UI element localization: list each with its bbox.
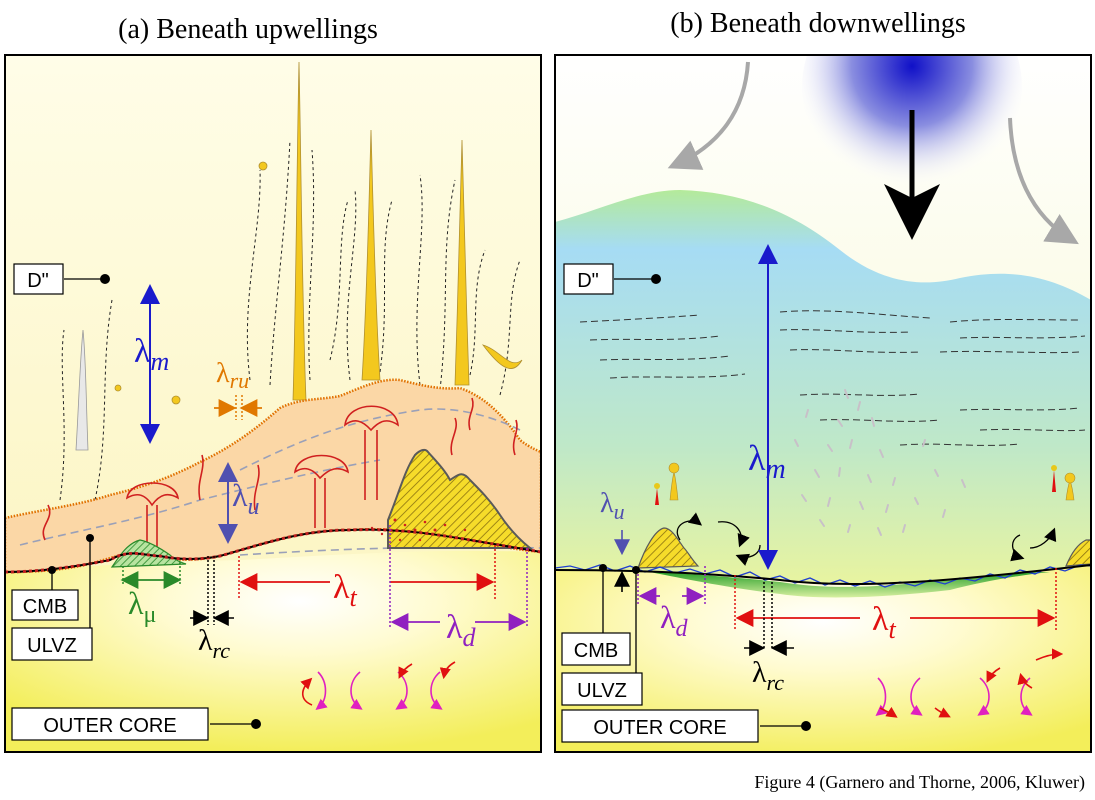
lambda-m-label-a: λm bbox=[134, 333, 169, 376]
panel-a-plume-outlines bbox=[59, 139, 521, 501]
panel-b-outer-core-region bbox=[555, 565, 1091, 752]
ulvz-label-a: ULVZ bbox=[27, 635, 77, 657]
lambda-mu-label-a: λμ bbox=[128, 585, 156, 628]
cmb-label-b: CMB bbox=[574, 640, 618, 662]
panel-a-mushroom-plumes bbox=[42, 397, 518, 548]
lambda-m-label-b: λm bbox=[748, 438, 786, 485]
lambda-u-label-b: λu bbox=[600, 488, 625, 524]
lambda-ru-label-a: λru bbox=[216, 358, 249, 393]
ulvz-label-box-a bbox=[11, 627, 93, 661]
panel-b bbox=[555, 55, 1091, 752]
lambda-t-label-b: λt bbox=[872, 601, 897, 644]
dpp-label-a: D" bbox=[27, 270, 49, 292]
panel-a-chemical-pile bbox=[387, 448, 533, 549]
lambda-u-label-a: λu bbox=[232, 477, 260, 520]
outer-core-label-b: OUTER CORE bbox=[593, 717, 726, 739]
dpp-label-box-b bbox=[563, 263, 614, 295]
outer-core-label-a: OUTER CORE bbox=[43, 715, 176, 737]
panel-b-core-flows bbox=[875, 648, 1064, 718]
cmb-label-a: CMB bbox=[23, 596, 67, 618]
panel-b-layering-lines bbox=[579, 310, 1086, 446]
panel-b-circulation-arrows bbox=[676, 512, 1057, 566]
panel-b-downwelling-arrow bbox=[884, 110, 940, 240]
panel-b-annotations bbox=[599, 244, 1057, 731]
dpp-label-b: D" bbox=[577, 270, 599, 292]
panel-a-cmb-line bbox=[5, 528, 541, 573]
panel-a-frame bbox=[4, 54, 542, 753]
ulvz-label-box-b bbox=[561, 672, 643, 706]
panel-b-scatter-dashes bbox=[794, 389, 966, 536]
outer-core-label-box-a bbox=[11, 707, 209, 741]
ulvz-label-b: ULVZ bbox=[577, 680, 627, 702]
cmb-label-box-a bbox=[11, 589, 79, 621]
lambda-t-label-a: λt bbox=[333, 569, 358, 612]
panel-a-annotations bbox=[48, 274, 528, 729]
panel-b-frame bbox=[554, 54, 1092, 753]
panel-b-flow-arrows bbox=[667, 61, 1079, 245]
panel-b-pile-left bbox=[637, 527, 700, 569]
outer-core-label-box-b bbox=[561, 709, 759, 743]
panel-b-slab bbox=[555, 190, 1091, 585]
lambda-d-label-a: λd bbox=[446, 609, 477, 652]
cmb-label-box-b bbox=[561, 632, 631, 666]
panel-a-core-flows bbox=[300, 661, 456, 711]
panel-a bbox=[5, 55, 541, 752]
figure-caption: Figure 4 (Garnero and Thorne, 2006, Kluw… bbox=[754, 772, 1085, 793]
lambda-rc-label-a: λrc bbox=[198, 624, 230, 663]
lambda-d-label-b: λd bbox=[660, 599, 689, 642]
panel-a-title: (a) Beneath upwellings bbox=[118, 14, 378, 45]
lambda-rc-label-b: λrc bbox=[752, 656, 784, 695]
panel-b-plumelets bbox=[654, 462, 1076, 505]
panel-a-plumes bbox=[75, 61, 523, 451]
dpp-label-box-a bbox=[13, 263, 64, 295]
panel-b-title: (b) Beneath downwellings bbox=[670, 8, 966, 39]
